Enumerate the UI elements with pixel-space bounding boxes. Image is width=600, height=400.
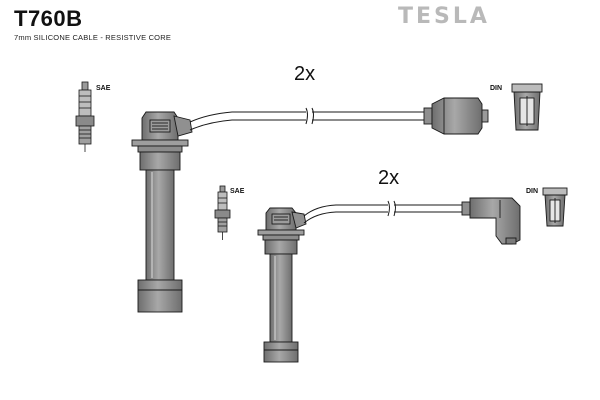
distributor-end-label: DIN [490,85,502,92]
quantity-label: 2x [378,167,399,189]
din-terminal-icon [542,187,568,227]
cable-short: SAE [214,167,568,363]
cable-wire [303,200,462,224]
spark-plug-icon [214,185,231,240]
distributor-end-label: DIN [526,188,538,195]
plug-boot-icon [131,111,193,313]
spark-plug-icon [75,81,95,152]
distributor-boot-icon [423,97,489,135]
cable-wire [189,107,424,131]
cable-long: SAE [75,63,543,313]
plug-end-label: SAE [230,188,245,195]
plug-end-label: SAE [96,85,111,92]
din-terminal-icon [511,83,543,131]
subtitle: 7mm SILICONE CABLE - RESISTIVE CORE [14,33,172,42]
plug-boot-icon [257,207,307,363]
product-code: T760B [14,6,83,31]
brand-logo: TESLA [398,4,490,29]
distributor-boot-icon [461,197,521,245]
quantity-label: 2x [294,63,315,85]
